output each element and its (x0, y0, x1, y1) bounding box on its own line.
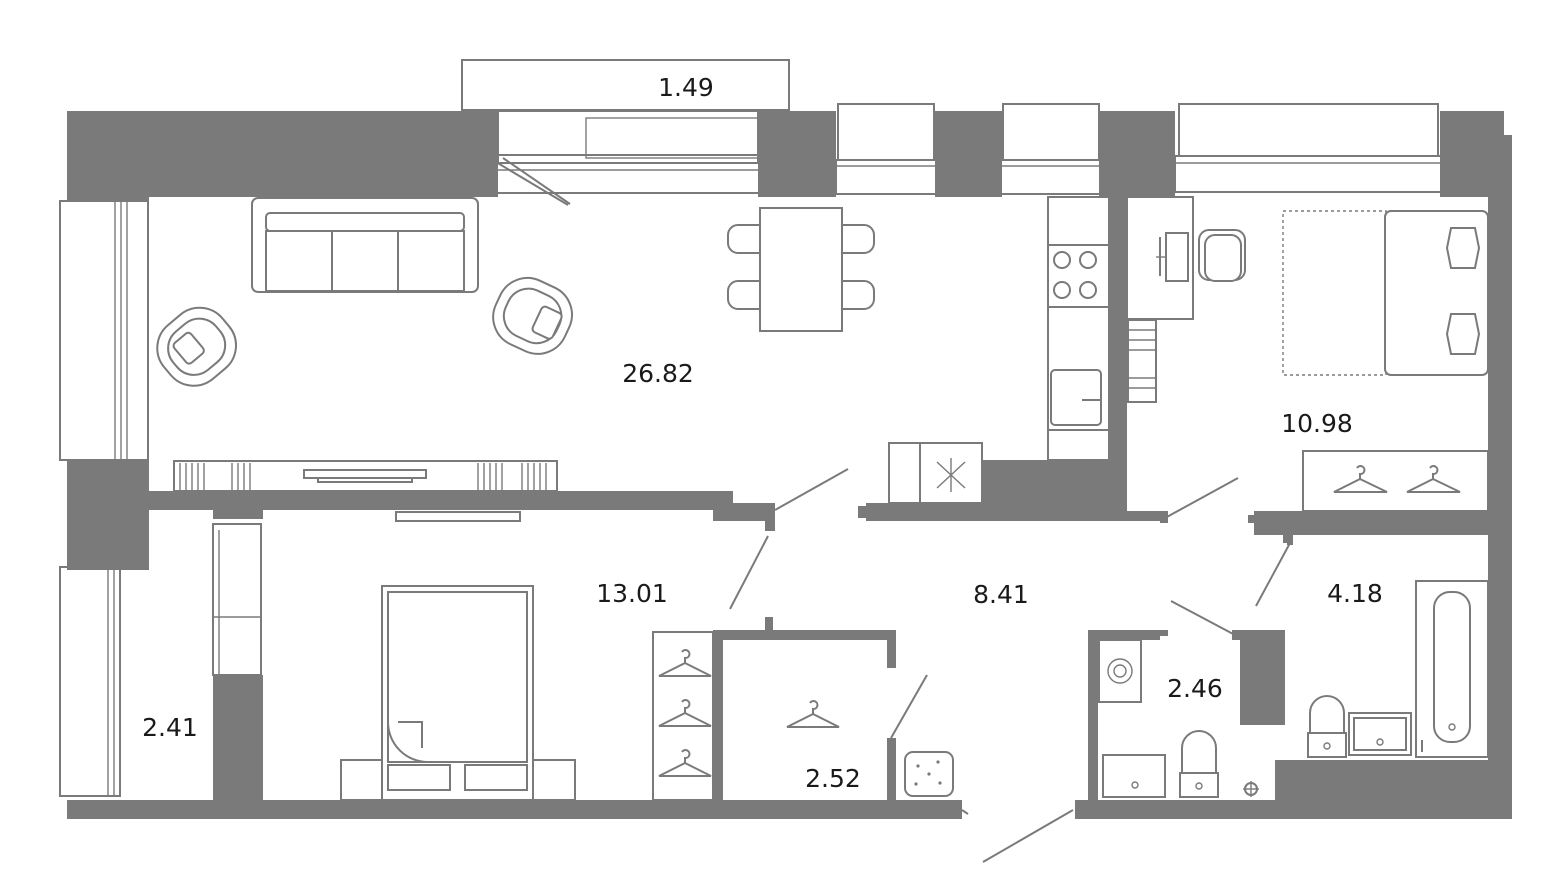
area-label-wardrobe: 2.52 (805, 764, 861, 793)
area-label-balcony: 1.49 (658, 73, 714, 102)
area-label-bedroom-right: 10.98 (1281, 409, 1353, 438)
books-left (179, 463, 251, 490)
area-label-loggia: 2.41 (142, 713, 198, 742)
windows (59, 59, 1442, 797)
dining-chairs (727, 224, 875, 310)
area-label-bedroom-left: 13.01 (596, 579, 668, 608)
wardrobe-furniture (786, 700, 954, 797)
area-label-hallway: 8.41 (973, 580, 1029, 609)
area-label-living-kitchen: 26.82 (622, 359, 694, 388)
walls (67, 111, 1512, 819)
bedroom-left-furniture (340, 511, 714, 801)
area-label-bathroom: 4.18 (1327, 579, 1383, 608)
wc-furniture (1098, 639, 1259, 798)
loggia-furniture (212, 523, 262, 676)
area-labels: 1.49 26.82 10.98 13.01 8.41 4.18 2.46 2.… (142, 73, 1383, 793)
living-furniture (156, 196, 1110, 504)
bathroom-furniture (1307, 580, 1489, 758)
bedroom-right-furniture (1126, 196, 1489, 512)
books-right (477, 463, 547, 490)
area-label-wc: 2.46 (1167, 674, 1223, 703)
